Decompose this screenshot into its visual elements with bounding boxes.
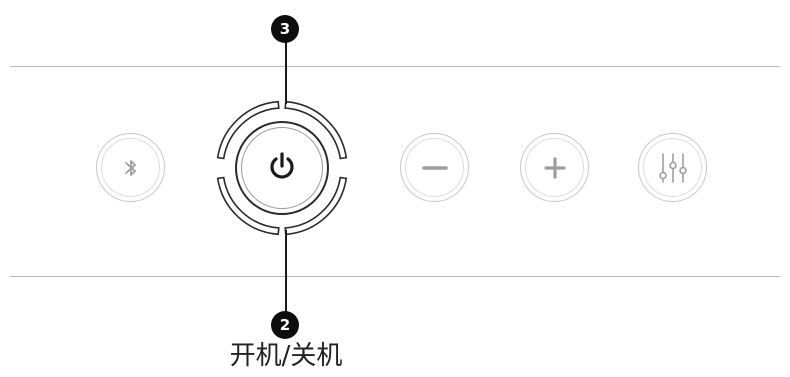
power-icon: [268, 151, 296, 185]
minus-icon: [421, 165, 448, 171]
bluetooth-button[interactable]: [96, 133, 165, 202]
callout-2-badge: 2: [271, 311, 299, 339]
callout-2-leader: [285, 230, 287, 314]
volume-down-button[interactable]: [400, 133, 469, 202]
volume-up-button[interactable]: [520, 133, 589, 202]
plus-icon: [543, 156, 566, 179]
power-button[interactable]: [235, 121, 329, 215]
panel-top-line: [10, 66, 780, 67]
callout-3-leader: [285, 38, 287, 104]
equalizer-icon: [656, 151, 690, 185]
equalizer-button[interactable]: [638, 133, 707, 202]
light-ring: [216, 100, 348, 236]
panel-bottom-line: [10, 276, 780, 277]
callout-3-badge: 3: [271, 15, 299, 43]
bluetooth-icon: [123, 157, 139, 179]
callout-2-label: 开机/关机: [229, 341, 343, 371]
